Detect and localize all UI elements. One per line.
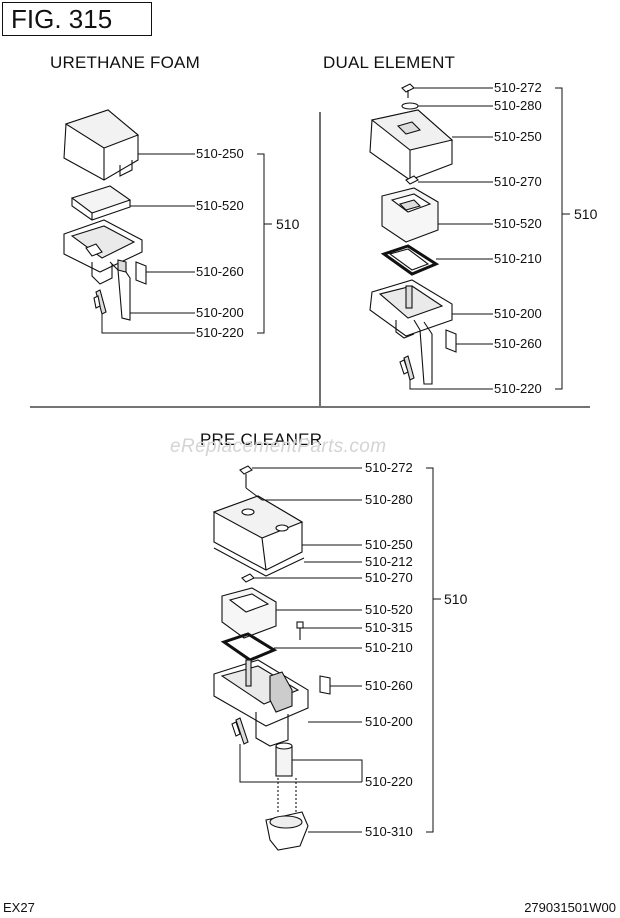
urethane-part-label-510-220: 510-220 (196, 325, 244, 340)
gasket-drawing (220, 632, 278, 662)
dual-part-label-510-260: 510-260 (494, 336, 542, 351)
dual-part-label-510-272: 510-272 (494, 80, 542, 95)
paper-element-drawing (381, 187, 439, 243)
dual-assembly-label: 510 (574, 206, 598, 222)
pre-part-label-510-272: 510-272 (365, 460, 413, 475)
figure-label: FIG. 315 (2, 2, 152, 36)
gasket-drawing (380, 244, 440, 276)
wing-nut-drawing (239, 465, 253, 488)
air-cleaner-cover-drawing (369, 109, 454, 181)
pre-part-label-510-280: 510-280 (365, 492, 413, 507)
section-title-urethane-foam: URETHANE FOAM (50, 53, 200, 72)
section-title-dual-element: DUAL ELEMENT (323, 53, 456, 72)
urethane-drawings (63, 109, 147, 321)
base-plate-drawing (213, 659, 331, 747)
urethane-assembly-label: 510 (276, 216, 300, 232)
pre-part-label-510-210: 510-210 (365, 640, 413, 655)
diagram-code: 279031501W00 (524, 900, 616, 915)
pre-part-label-510-250: 510-250 (365, 537, 413, 552)
section-title-pre-cleaner: PRE CLEANER (200, 430, 323, 449)
dual-part-label-510-520: 510-520 (494, 216, 542, 231)
pre-part-label-510-220: 510-220 (365, 774, 413, 789)
foam-element-drawing (70, 185, 132, 221)
wing-nut-lower-drawing (241, 573, 255, 583)
dual-drawings (369, 83, 457, 385)
pre-drawings (212, 465, 331, 851)
breather-tube-drawing (231, 717, 249, 745)
section-dividers (30, 112, 590, 408)
dual-part-label-510-250: 510-250 (494, 129, 542, 144)
urethane-leader-lines (101, 153, 272, 334)
urethane-part-label-510-200: 510-200 (196, 305, 244, 320)
cover-drawing (212, 495, 305, 577)
washer-drawing (401, 102, 419, 110)
pre-part-label-510-200: 510-200 (365, 714, 413, 729)
pre-cleaner-tube-drawing (275, 742, 293, 777)
watermark: eReplacementParts.com (170, 436, 387, 457)
pre-part-label-510-260: 510-260 (365, 678, 413, 693)
dual-part-label-510-270: 510-270 (494, 174, 542, 189)
urethane-part-label-510-260: 510-260 (196, 264, 244, 279)
pre-part-label-510-270: 510-270 (365, 570, 413, 585)
wing-nut-lower-drawing (405, 175, 419, 185)
model-code: EX27 (3, 900, 35, 915)
air-cleaner-cover-drawing (63, 109, 140, 181)
dual-part-label-510-200: 510-200 (494, 306, 542, 321)
dual-leader-lines (409, 87, 570, 390)
pre-assembly-label: 510 (444, 591, 468, 607)
base-plate-drawing (369, 279, 457, 385)
dual-part-label-510-280: 510-280 (494, 98, 542, 113)
wing-nut-drawing (401, 83, 415, 98)
pre-cleaner-bowl-drawing (265, 778, 309, 851)
bolt-drawing (296, 621, 304, 640)
pre-part-label-510-520: 510-520 (365, 602, 413, 617)
pre-leader-lines (239, 467, 441, 833)
urethane-part-label-510-520: 510-520 (196, 198, 244, 213)
dual-part-label-510-220: 510-220 (494, 381, 542, 396)
pre-part-label-510-315: 510-315 (365, 620, 413, 635)
pre-part-label-510-310: 510-310 (365, 824, 413, 839)
breather-tube-drawing (399, 355, 415, 381)
breather-tube-drawing (93, 289, 107, 315)
dual-part-label-510-210: 510-210 (494, 251, 542, 266)
urethane-part-label-510-250: 510-250 (196, 146, 244, 161)
paper-element-drawing (221, 587, 277, 639)
pre-part-label-510-212: 510-212 (365, 554, 413, 569)
base-plate-drawing (63, 219, 147, 321)
